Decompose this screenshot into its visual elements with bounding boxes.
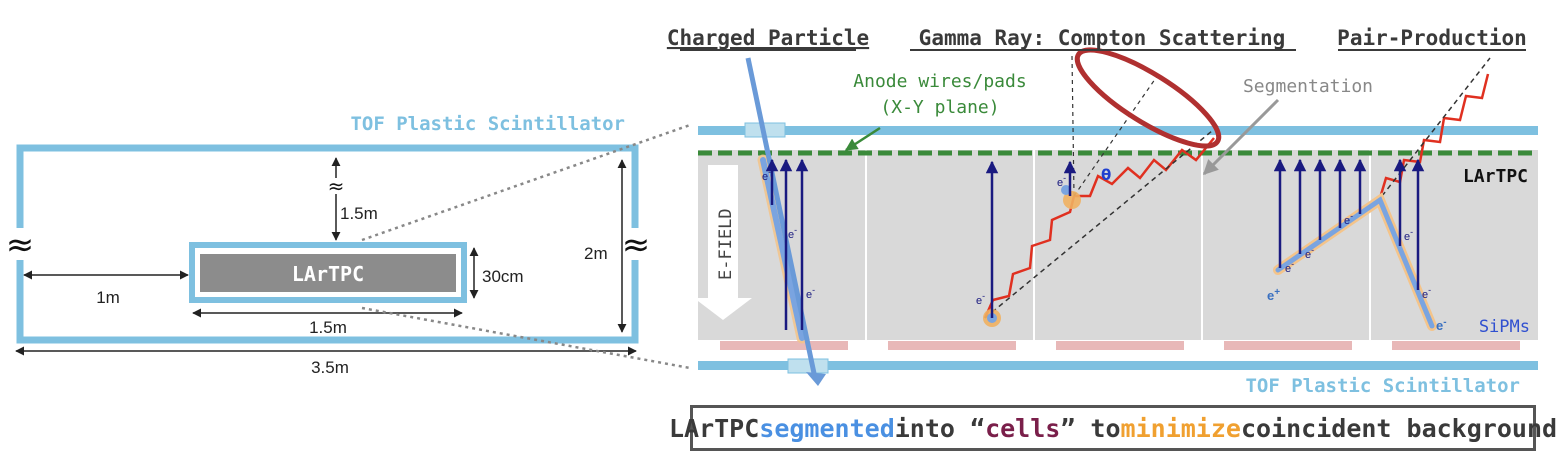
- lartpc-right-label: LArTPC: [1463, 166, 1528, 187]
- electron-label: e-: [976, 291, 985, 307]
- pair-electron-track: [1275, 196, 1435, 329]
- left-panel: TOF Plastic Scintillator LArTPC ≈ ≈ ≈ 1.…: [4, 113, 691, 377]
- caption-segmented: segmented: [759, 413, 895, 443]
- efield-label: E-FIELD: [716, 208, 736, 280]
- segmentation-pointer: [1202, 98, 1280, 176]
- segmentation-label: Segmentation: [1243, 76, 1373, 97]
- charged-track-core: [760, 157, 805, 341]
- dim-outer-height-label: 2m: [584, 244, 608, 263]
- dim-top-break: ≈: [328, 174, 345, 198]
- charged-particle-arrow: [745, 57, 818, 379]
- break-symbol-left: ≈: [6, 225, 35, 265]
- dim-outer-width-label: 3.5m: [311, 358, 349, 377]
- zoom-line-top: [361, 123, 691, 242]
- theta-label: θ: [1101, 166, 1111, 184]
- right-panel: E-FIELD e- e- e- e- e- θ: [667, 26, 1538, 397]
- electron-label: e-: [1404, 227, 1413, 243]
- electron-label: e-: [1285, 259, 1294, 275]
- tof-paddle-bottom: [787, 358, 829, 374]
- dim-inner-width-label: 1.5m: [309, 318, 347, 337]
- break-symbol-right: ≈: [622, 225, 651, 265]
- title-charged-particle: Charged Particle: [667, 26, 869, 50]
- electron-label: e-: [1305, 245, 1314, 261]
- caption-cells: cells: [985, 413, 1061, 443]
- electron-label: e-: [1344, 211, 1353, 227]
- sipm-bar-4: [1224, 341, 1352, 350]
- caption-minimize: minimize: [1120, 413, 1241, 443]
- lartpc-block: [200, 254, 456, 292]
- sipm-bar-5: [1392, 341, 1520, 350]
- caption-part-7: coincident background: [1240, 413, 1558, 443]
- anode-label-2: (X-Y plane): [880, 97, 999, 118]
- sipms-label: SiPMs: [1479, 317, 1530, 337]
- dim-top-label: 1.5m: [340, 204, 378, 223]
- caption-box: LArTPC segmented into “cells” to minimiz…: [669, 405, 1557, 451]
- electron-label: e-: [762, 167, 771, 183]
- tof-bar-bottom: [698, 361, 1538, 370]
- gamma-compton-wave: [983, 195, 1076, 319]
- tof-bar-top: [698, 126, 1538, 135]
- tof-label-left: TOF Plastic Scintillator: [350, 113, 625, 135]
- electron-label: e-: [806, 285, 815, 301]
- sipm-bar-2: [888, 341, 1016, 350]
- compton-cone-ellipse: [1074, 47, 1222, 149]
- electron-label: e-: [788, 225, 797, 241]
- title-compton: Gamma Ray: Compton Scattering: [919, 26, 1286, 50]
- anode-label-1: Anode wires/pads: [853, 71, 1026, 92]
- charged-particle-arrowhead: [806, 372, 826, 386]
- electron-label: e-: [1057, 173, 1066, 189]
- lartpc-block-label: LArTPC: [292, 262, 364, 286]
- sipm-bar-1: [720, 341, 848, 350]
- sipm-bar-3: [1056, 341, 1184, 350]
- gamma-pair-wave: [1378, 73, 1490, 199]
- anode-pointer: [844, 126, 881, 152]
- electron-label: e-: [1422, 285, 1431, 301]
- tof-label-bottom: TOF Plastic Scintillator: [1245, 375, 1520, 397]
- inner-tof-box: [189, 242, 467, 303]
- title-pair-production: Pair-Production: [1337, 26, 1527, 50]
- dim-inner-height-label: 30cm: [482, 267, 524, 286]
- gamma-scattered-wave: [1074, 137, 1215, 198]
- dim-left-label: 1m: [96, 288, 120, 307]
- compton-vertex: [1063, 191, 1081, 209]
- positron-label: e+: [1267, 287, 1280, 303]
- caption-part-5: ” to: [1060, 413, 1121, 443]
- efield-arrow: [694, 165, 752, 320]
- compton-cone-line-2: [1073, 71, 1161, 197]
- caption-part-3: into “: [894, 413, 986, 443]
- caption-part-1: LArTPC: [668, 413, 760, 443]
- pair-electron-label: e-: [1436, 317, 1447, 333]
